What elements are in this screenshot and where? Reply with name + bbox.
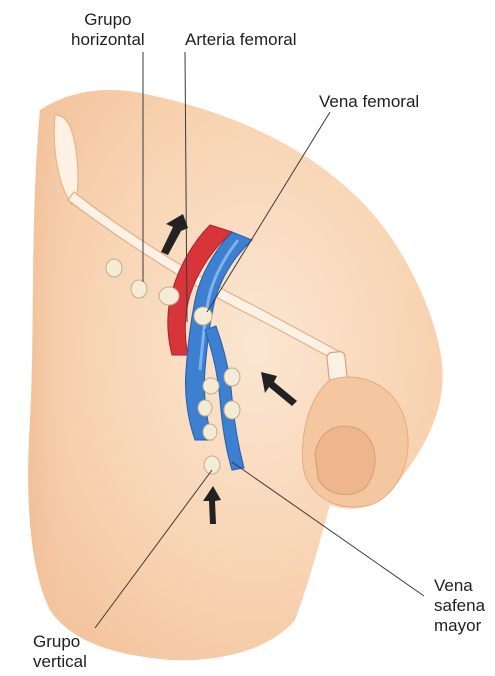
label-vertical-group-line1: Grupo xyxy=(33,632,87,652)
label-femoral-artery: Arteria femoral xyxy=(185,30,296,50)
label-horizontal-group-line2: horizontal xyxy=(71,30,145,50)
genital-detail xyxy=(315,426,375,494)
label-great-saphenous-line2: safena xyxy=(434,596,485,616)
label-great-saphenous: Vena safena mayor xyxy=(434,576,485,636)
label-horizontal-group-line1: Grupo xyxy=(71,10,145,30)
label-vertical-group-line2: vertical xyxy=(33,652,87,672)
label-vertical-group: Grupo vertical xyxy=(33,632,87,672)
label-great-saphenous-line1: Vena xyxy=(434,576,485,596)
label-great-saphenous-line3: mayor xyxy=(434,616,485,636)
label-femoral-vein: Vena femoral xyxy=(319,92,419,112)
label-horizontal-group: Grupo horizontal xyxy=(71,10,145,50)
